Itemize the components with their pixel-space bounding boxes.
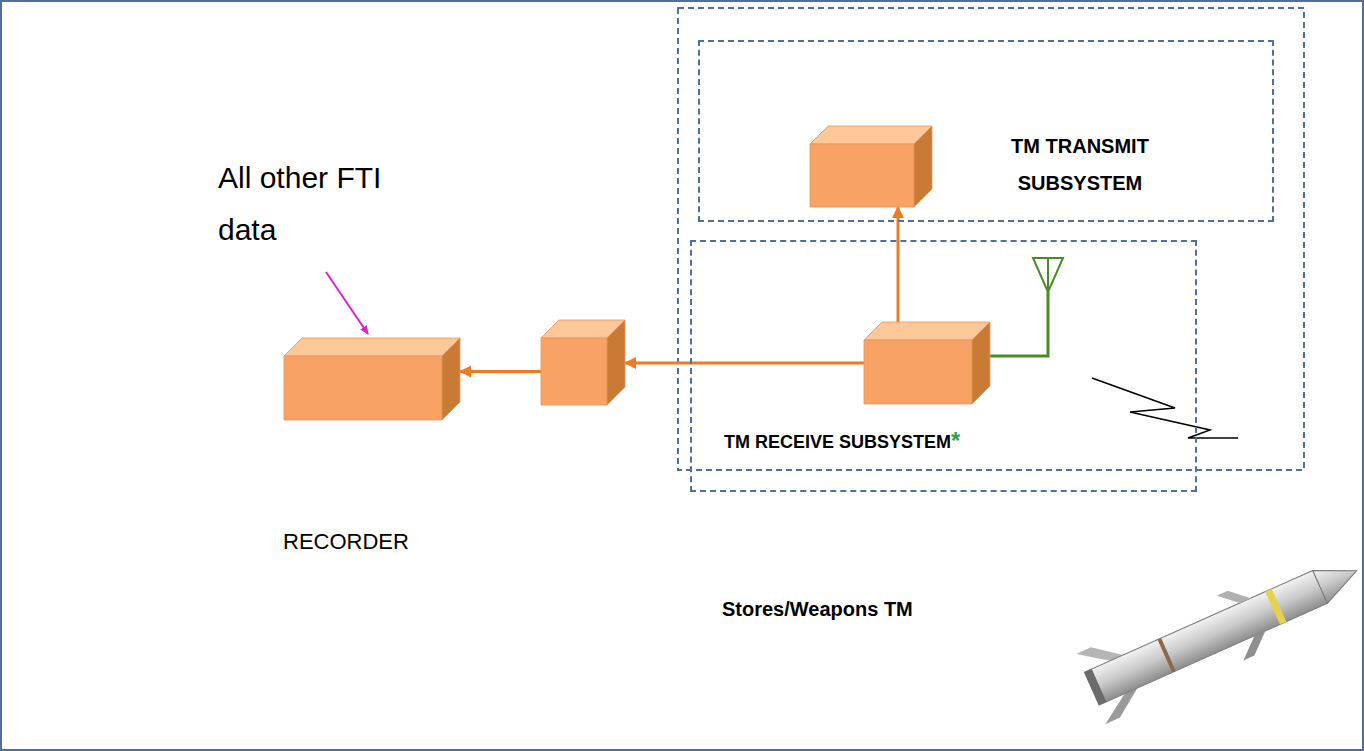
antenna-symbol — [988, 258, 1063, 356]
footnote-mark: * — [951, 428, 960, 454]
fti-data-note: All other FTI data — [218, 152, 408, 256]
signal-arrow — [897, 207, 900, 322]
interface-unit — [541, 320, 625, 405]
box-shape — [541, 320, 625, 405]
signal-arrow — [625, 362, 864, 365]
node-title: RECORDER — [283, 529, 409, 554]
recorder-unit: RECORDER — [284, 338, 460, 420]
node-text-group: TM RECEIVE SUBSYSTEM* — [724, 430, 1164, 454]
weapons-tm-enclosure — [678, 8, 1304, 470]
leader-line — [326, 272, 368, 334]
box-shape — [810, 126, 932, 207]
radio-link-symbol — [1092, 378, 1238, 438]
box-shape — [284, 338, 460, 420]
signal-arrow — [460, 370, 541, 373]
transmit-subsystem-region: TM TRANSMIT SUBSYSTEM — [698, 40, 1274, 222]
receive-subsystem-region: TM RECEIVE SUBSYSTEM* — [690, 240, 1197, 492]
node-text-group: TM TRANSMIT SUBSYSTEM — [995, 128, 1165, 202]
transmitter-unit — [810, 126, 932, 207]
missile-illustration — [1074, 536, 1364, 724]
node-title: TM TRANSMIT SUBSYSTEM — [1011, 135, 1149, 194]
box-shape — [864, 322, 990, 404]
receiver-unit — [864, 322, 990, 404]
node-title: TM RECEIVE SUBSYSTEM — [724, 432, 951, 452]
node-text-group: RECORDER — [283, 528, 503, 556]
stores-weapons-caption: Stores/Weapons TM — [722, 596, 1022, 622]
